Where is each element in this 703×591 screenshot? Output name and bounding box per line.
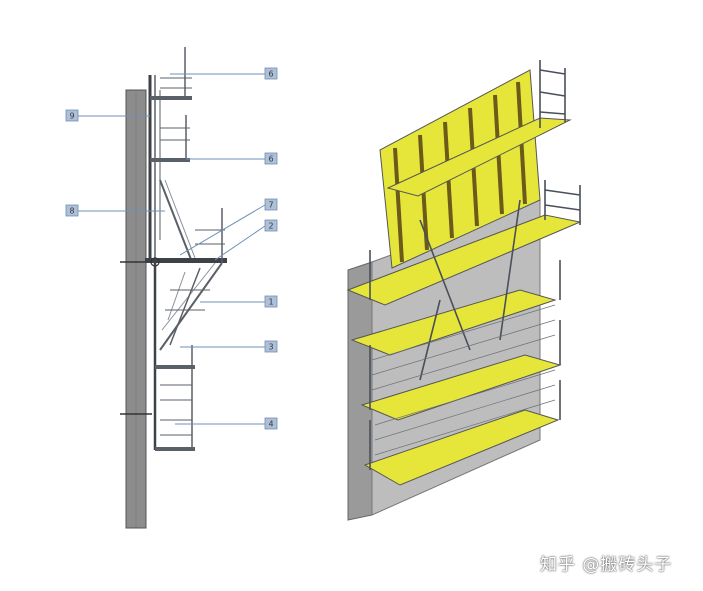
concrete-wall-iso <box>347 261 373 521</box>
callout-label: 8 <box>69 207 74 216</box>
callout-1: 1 <box>264 295 278 308</box>
callout-label: 6 <box>268 70 273 79</box>
callout-label: 1 <box>268 298 273 307</box>
side-elevation <box>120 47 227 529</box>
callout-7: 7 <box>264 198 278 211</box>
callout-label: 7 <box>268 201 273 210</box>
callout-6-top: 6 <box>264 67 278 80</box>
callout-4: 4 <box>264 417 278 430</box>
watermark: 知乎 @搬砖头子 <box>540 555 673 575</box>
callout-9: 9 <box>65 109 79 122</box>
callout-6-mid: 6 <box>264 152 278 165</box>
callout-8: 8 <box>65 204 79 217</box>
callout-label: 9 <box>69 112 74 121</box>
callout-2: 2 <box>264 219 278 232</box>
callout-label: 2 <box>268 222 273 231</box>
isometric-view <box>346 60 582 521</box>
callouts: 6 9 6 8 7 2 <box>65 67 278 430</box>
callout-label: 6 <box>268 155 273 164</box>
callout-label: 4 <box>268 420 273 429</box>
callout-3: 3 <box>264 340 278 353</box>
callout-label: 3 <box>268 343 273 352</box>
